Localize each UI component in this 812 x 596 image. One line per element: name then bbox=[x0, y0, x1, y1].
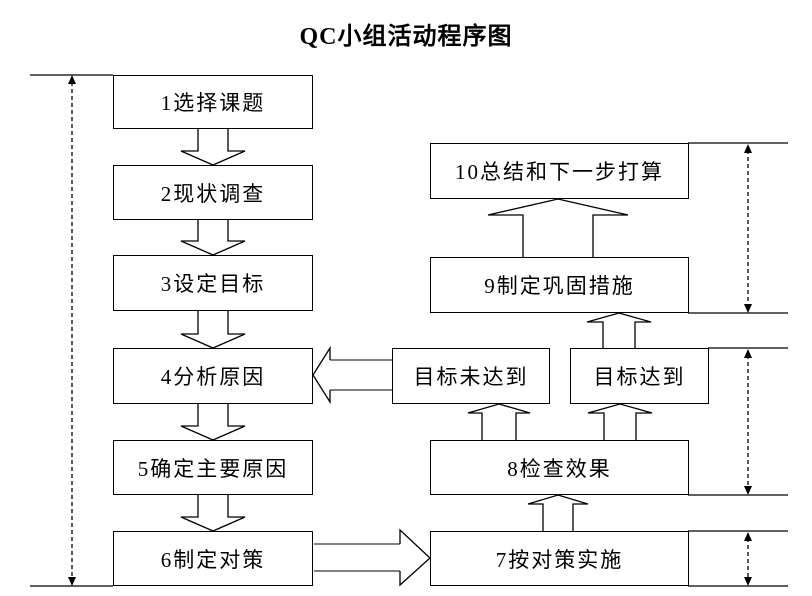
node-step5: 5确定主要原因 bbox=[113, 440, 313, 495]
arrow-step8-to-goal-met bbox=[587, 403, 653, 440]
node-step6: 6制定对策 bbox=[113, 531, 313, 586]
arrow-step4-to-step5 bbox=[180, 404, 246, 441]
node-step8: 8检查效果 bbox=[430, 440, 689, 495]
node-step7: 7按对策实施 bbox=[430, 531, 689, 586]
arrowhead-down-icon bbox=[68, 577, 76, 586]
node-goal-met: 目标达到 bbox=[570, 348, 709, 404]
arrow-goal-met-to-step9 bbox=[586, 312, 652, 348]
arrow-step1-to-step2 bbox=[180, 129, 246, 166]
node-step9: 9制定巩固措施 bbox=[430, 257, 689, 313]
node-step2: 2现状调查 bbox=[113, 165, 313, 220]
node-step1: 1选择课题 bbox=[113, 75, 313, 129]
arrow-goal-not-met-to-step4-head bbox=[312, 345, 331, 405]
arrow-step6-to-step7-head bbox=[399, 528, 431, 587]
arrow-step2-to-step3 bbox=[180, 220, 246, 256]
arrowhead-down-icon bbox=[744, 577, 752, 586]
arrowhead-down-icon bbox=[744, 486, 752, 495]
node-goal-not-met: 目标未达到 bbox=[392, 348, 550, 404]
arrowhead-up-icon bbox=[744, 349, 752, 358]
node-step10: 10总结和下一步打算 bbox=[430, 143, 689, 199]
arrowhead-up-icon bbox=[744, 144, 752, 153]
arrowhead-up-icon bbox=[68, 75, 76, 84]
node-step4: 4分析原因 bbox=[113, 348, 313, 404]
arrow-step7-to-step8 bbox=[527, 494, 589, 531]
arrow-step8-to-goal-not-met bbox=[467, 403, 531, 440]
arrow-step5-to-step6 bbox=[180, 495, 246, 532]
arrow-step9-to-step10 bbox=[487, 198, 629, 257]
node-step3: 3设定目标 bbox=[113, 255, 313, 311]
arrowhead-up-icon bbox=[744, 532, 752, 541]
arrowhead-down-icon bbox=[744, 304, 752, 313]
arrow-step3-to-step4 bbox=[180, 311, 246, 349]
page-title: QC小组活动程序图 bbox=[299, 24, 513, 50]
